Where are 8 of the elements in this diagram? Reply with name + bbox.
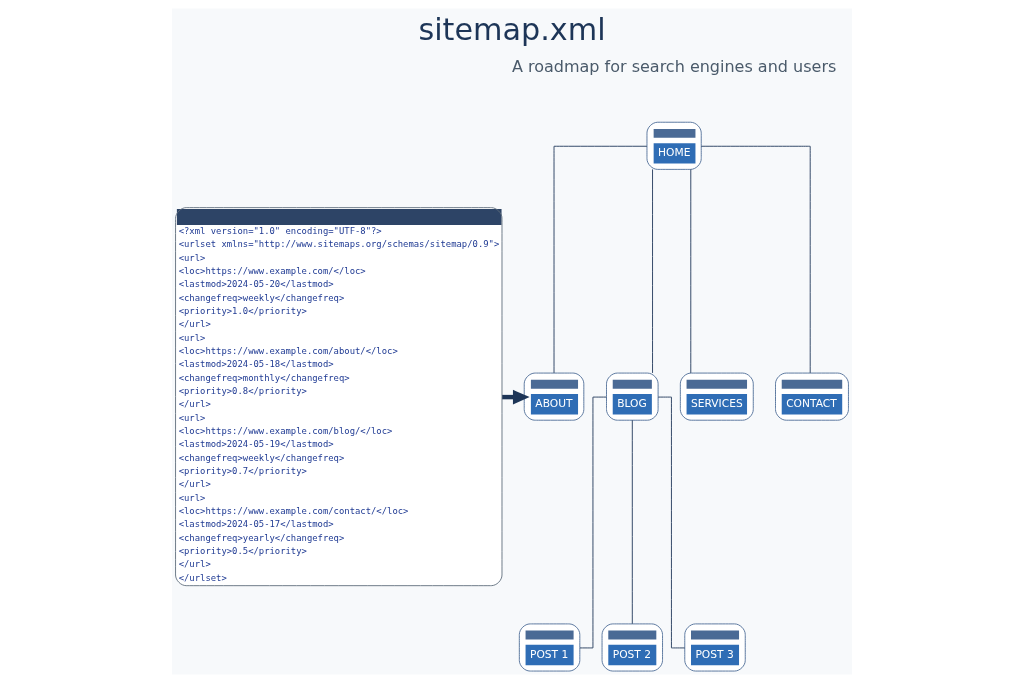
connector bbox=[700, 145, 811, 374]
label: A roadmap for search engines and users bbox=[511, 56, 837, 76]
connector bbox=[553, 145, 648, 374]
connector bbox=[690, 168, 692, 374]
connector bbox=[631, 419, 633, 625]
connector bbox=[652, 168, 653, 374]
connector bbox=[657, 396, 686, 649]
diagram-title: sitemap.xml bbox=[418, 11, 606, 47]
